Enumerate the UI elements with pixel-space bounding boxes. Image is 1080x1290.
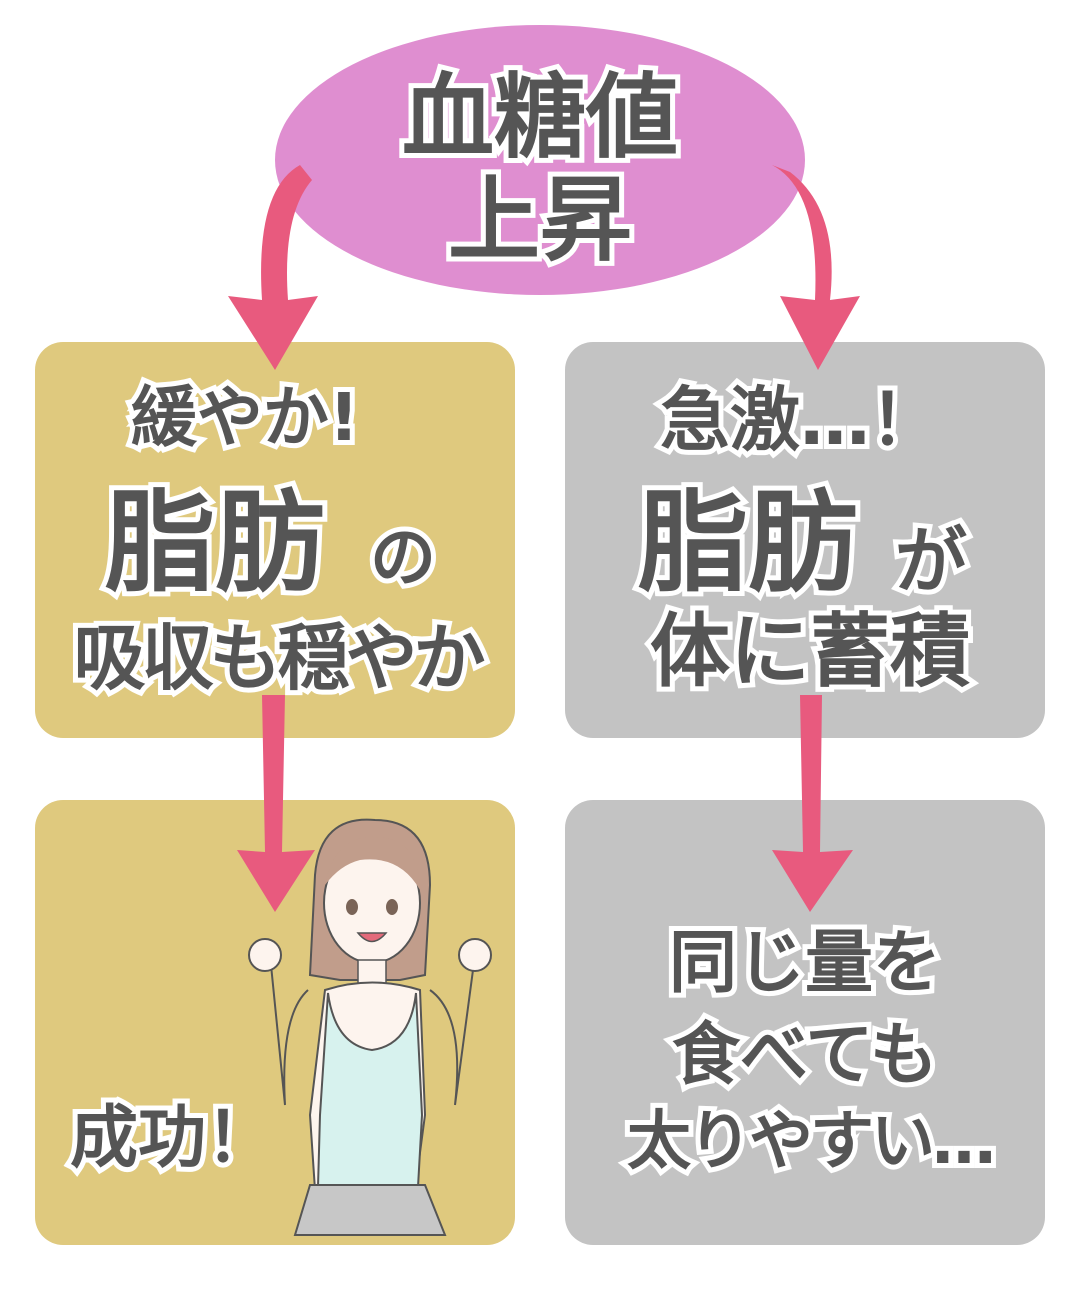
node-title-line1: 血糖値 (397, 64, 683, 171)
fat-label-left: 脂肪 (100, 479, 330, 607)
fat-label-right: 脂肪 (633, 479, 863, 607)
particle-ga: が (890, 519, 972, 603)
success-label: 成功！ (65, 1099, 279, 1178)
result-line2: 食べても (667, 1016, 943, 1095)
result-line3: 太りやすい… (622, 1105, 1001, 1179)
rapid-box (565, 342, 1045, 738)
particle-no: の (365, 519, 441, 596)
result-line1: 同じ量を (664, 924, 946, 1003)
gradual-label: 緩やか! (126, 379, 364, 456)
happy-woman-illustration (248, 818, 492, 1236)
blood-sugar-rise-node (275, 25, 805, 295)
arrow-right-bottom (772, 695, 853, 912)
gradual-box (35, 342, 515, 738)
arrow-left-bottom (237, 695, 315, 912)
arrow-right-top (772, 165, 860, 370)
arrow-left-top (228, 165, 318, 370)
node-title-line2: 上昇 (443, 167, 637, 274)
absorption-gentle-label: 吸収も穏やか (68, 616, 490, 700)
rapid-label: 急激…！ (655, 379, 945, 461)
accumulate-label: 体に蓄積 (645, 605, 975, 698)
